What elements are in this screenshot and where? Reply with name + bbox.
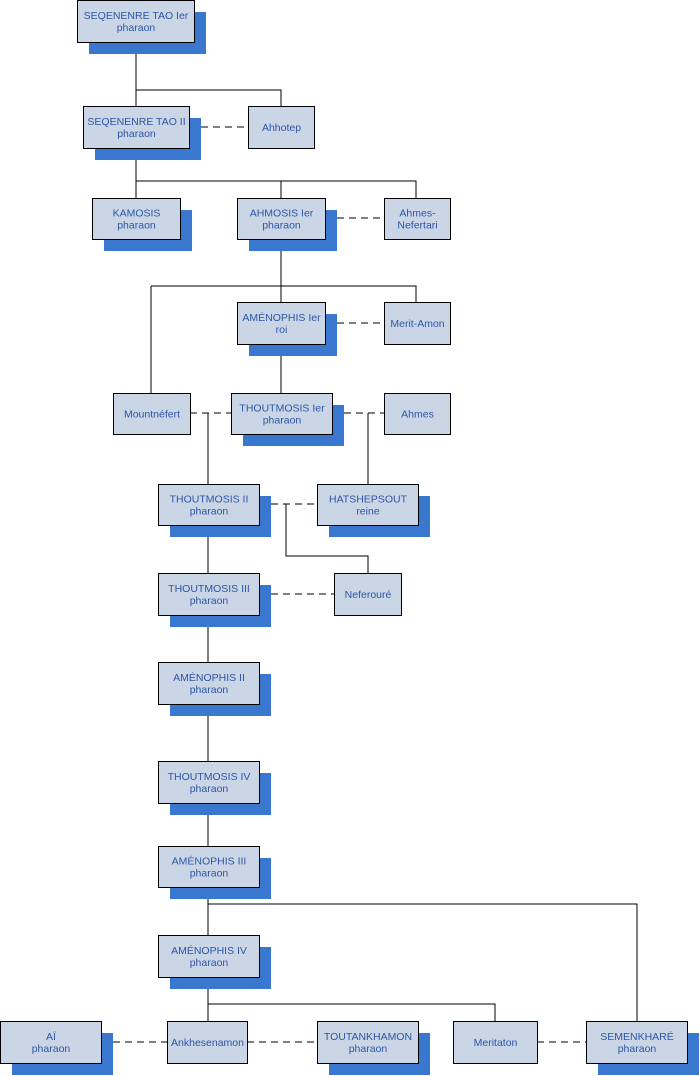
node-box bbox=[586, 1021, 688, 1064]
node-name: AMÉNOPHIS III bbox=[172, 855, 247, 868]
node-name: AMÉNOPHIS II bbox=[173, 671, 245, 684]
node-box bbox=[77, 0, 195, 43]
node-name: THOUTMOSIS III bbox=[168, 583, 250, 595]
node-name: Ahmes bbox=[401, 409, 434, 421]
node-ankhesenamon: Ankhesenamon bbox=[167, 1021, 248, 1064]
node-box bbox=[167, 1021, 248, 1064]
node-title: pharaon bbox=[190, 684, 229, 696]
node-box bbox=[334, 573, 402, 616]
node-name: Neferouré bbox=[345, 589, 392, 601]
node-name: AHMOSIS Ier bbox=[250, 208, 314, 220]
node-name: AMÉNOPHIS IV bbox=[171, 944, 247, 957]
node-box bbox=[158, 573, 260, 616]
node-title: reine bbox=[356, 506, 380, 518]
node-box bbox=[158, 662, 260, 705]
node-name: SEMENKHARÉ bbox=[600, 1030, 674, 1043]
node-name: THOUTMOSIS II bbox=[170, 494, 249, 506]
node-box bbox=[384, 393, 451, 435]
node-title: pharaon bbox=[190, 595, 229, 607]
node-box bbox=[453, 1021, 538, 1064]
node-merit-amon: Merit-Amon bbox=[384, 302, 451, 345]
node-title: pharaon bbox=[190, 783, 229, 795]
node-box bbox=[158, 935, 260, 978]
node-mountnefert: Mountnéfert bbox=[113, 393, 191, 435]
node-title: pharaon bbox=[190, 506, 229, 518]
node-neferoure: Neferouré bbox=[334, 573, 402, 616]
node-box bbox=[231, 393, 333, 435]
node-box bbox=[237, 302, 326, 345]
node-box bbox=[158, 484, 260, 526]
node-name: Meritaton bbox=[474, 1037, 518, 1049]
node-name: Ankhesenamon bbox=[171, 1037, 244, 1049]
node-name: Mountnéfert bbox=[124, 409, 180, 421]
node-title: pharaon bbox=[117, 220, 156, 232]
node-title: pharaon bbox=[618, 1043, 657, 1055]
node-name: Ahhotep bbox=[262, 122, 301, 134]
node-name: KAMOSIS bbox=[113, 208, 161, 220]
node-box bbox=[92, 198, 181, 240]
node-box bbox=[317, 484, 419, 526]
node-box bbox=[384, 198, 451, 240]
node-name: Ahmes- bbox=[399, 208, 436, 220]
node-title: pharaon bbox=[262, 220, 301, 232]
node-name: SEQENENRE TAO Ier bbox=[84, 10, 189, 22]
node-box bbox=[237, 198, 326, 240]
node-meritaton: Meritaton bbox=[453, 1021, 538, 1064]
node-box bbox=[317, 1021, 419, 1064]
node-title: pharaon bbox=[349, 1043, 388, 1055]
node-ahhotep: Ahhotep bbox=[248, 106, 315, 149]
node-ahmes-nefertari: Ahmes-Nefertari bbox=[384, 198, 451, 240]
node-title: pharaon bbox=[190, 957, 229, 969]
node-name: AMÉNOPHIS Ier bbox=[242, 311, 321, 324]
node-name: AÏ bbox=[46, 1031, 56, 1043]
node-box bbox=[384, 302, 451, 345]
node-title: pharaon bbox=[263, 415, 302, 427]
node-name: THOUTMOSIS Ier bbox=[239, 403, 325, 415]
node-box bbox=[248, 106, 315, 149]
node-title: pharaon bbox=[117, 128, 156, 140]
node-ahmes: Ahmes bbox=[384, 393, 451, 435]
node-box bbox=[83, 106, 190, 149]
node-name: HATSHEPSOUT bbox=[329, 494, 408, 506]
node-box bbox=[113, 393, 191, 435]
node-box bbox=[158, 761, 260, 804]
node-name: SEQENENRE TAO II bbox=[87, 116, 185, 128]
node-name: THOUTMOSIS IV bbox=[168, 771, 251, 783]
node-title: pharaon bbox=[32, 1043, 71, 1055]
node-name: TOUTANKHAMON bbox=[324, 1031, 412, 1043]
node-title: pharaon bbox=[190, 868, 229, 880]
node-box bbox=[0, 1021, 102, 1064]
node-title: pharaon bbox=[117, 22, 156, 34]
node-box bbox=[158, 846, 260, 888]
node-title: Nefertari bbox=[397, 220, 437, 232]
node-name: Merit-Amon bbox=[390, 318, 444, 330]
node-title: roi bbox=[276, 324, 288, 336]
